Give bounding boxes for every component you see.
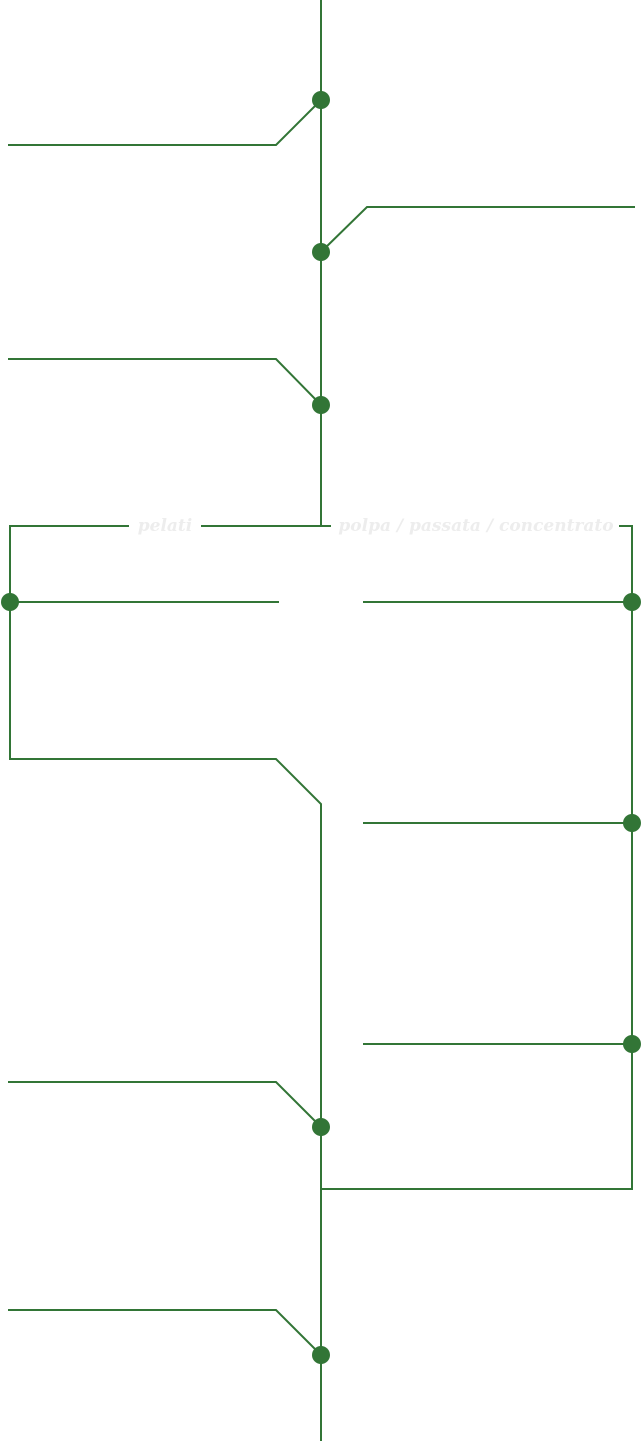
- right-branch-step-1-node: [623, 593, 641, 611]
- right-branch-step-3-node: [623, 1035, 641, 1053]
- branch-label-right: polpa / passata / concentrato: [338, 516, 613, 536]
- split-line-right-outer: [321, 525, 633, 1190]
- step-3-connector: [8, 358, 322, 406]
- left-branch-step-1-node: [1, 593, 19, 611]
- step-2-connector: [320, 206, 635, 253]
- split-line-left-outer: [9, 525, 322, 1441]
- step-6-connector: [8, 1309, 322, 1356]
- step-1-connector: [8, 99, 322, 146]
- right-branch-step-2-node: [623, 814, 641, 832]
- step-6-node: [312, 1346, 330, 1364]
- step-5-node: [312, 1118, 330, 1136]
- step-2-node: [312, 243, 330, 261]
- step-3-node: [312, 396, 330, 414]
- step-5-connector: [8, 1081, 322, 1128]
- step-1-node: [312, 91, 330, 109]
- branch-label-left: pelati: [138, 516, 193, 536]
